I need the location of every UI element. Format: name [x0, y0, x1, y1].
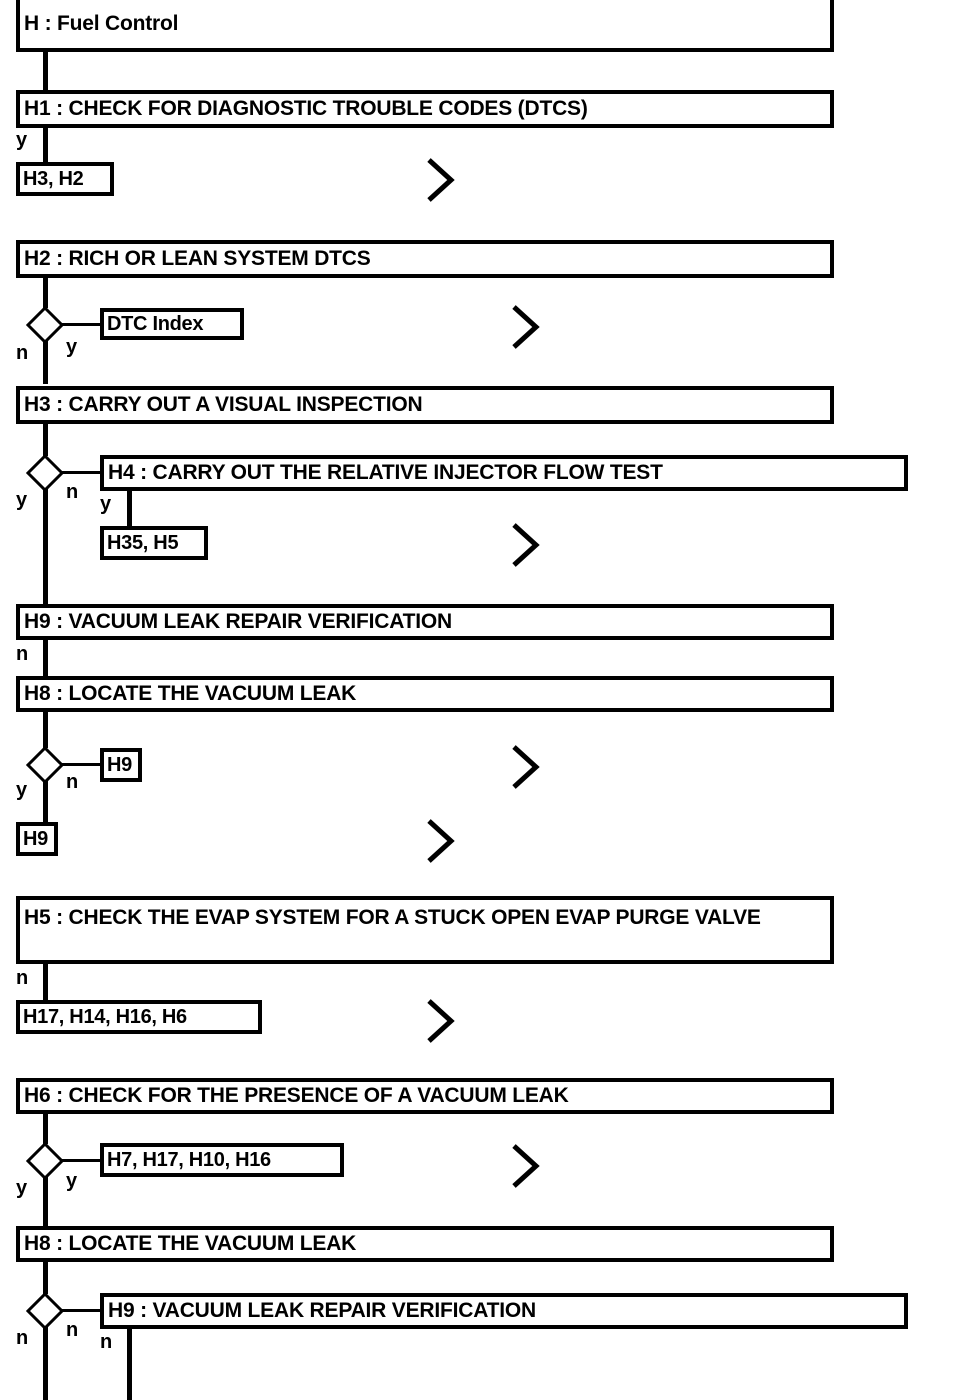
branch-label-y-H8b: n — [16, 1327, 29, 1349]
connector-decision5-to-H9b — [62, 1309, 100, 1312]
connector-decision2-to-H4 — [62, 471, 100, 474]
flow-box-H1-label: H1 : CHECK FOR DIAGNOSTIC TROUBLE CODES … — [24, 97, 588, 120]
connector-H1-to-chip1 — [43, 128, 48, 162]
flow-box-H5-label: H5 : CHECK THE EVAP SYSTEM FOR A STUCK O… — [24, 906, 761, 929]
flow-chip-dtc-index-label: DTC Index — [107, 313, 204, 335]
chevron-icon — [509, 743, 541, 791]
flow-chip-H9-below[interactable]: H9 — [16, 822, 58, 856]
connector-H3-to-decision2 — [43, 424, 48, 456]
flow-box-H8-b-label: H8 : LOCATE THE VACUUM LEAK — [24, 1232, 357, 1255]
flow-box-H5[interactable]: H5 : CHECK THE EVAP SYSTEM FOR A STUCK O… — [16, 896, 834, 964]
flow-box-H2[interactable]: H2 : RICH OR LEAN SYSTEM DTCS — [16, 240, 834, 278]
flow-box-H6-label: H6 : CHECK FOR THE PRESENCE OF A VACUUM … — [24, 1084, 569, 1107]
flow-box-H4-label: H4 : CARRY OUT THE RELATIVE INJECTOR FLO… — [108, 461, 663, 484]
flow-box-H9-a[interactable]: H9 : VACUUM LEAK REPAIR VERIFICATION — [16, 604, 834, 640]
branch-label-n-H8b: n — [66, 1319, 79, 1341]
branch-label-y-H8a: y — [16, 779, 28, 801]
branch-label-n-H8a: n — [66, 771, 79, 793]
connector-H9b-down — [127, 1329, 132, 1400]
flow-chip-H7-H17-H10-H16[interactable]: H7, H17, H10, H16 — [100, 1143, 344, 1177]
connector-H6-to-decision4 — [43, 1114, 48, 1144]
connector-H9a-to-H8a — [43, 640, 48, 676]
branch-label-n-H5: n — [16, 967, 29, 989]
connector-decision3-to-chip5 — [43, 780, 48, 822]
connector-H8b-to-decision5 — [43, 1262, 48, 1294]
connector-decision5-down — [43, 1326, 48, 1400]
chevron-icon — [509, 521, 541, 569]
flow-box-H1[interactable]: H1 : CHECK FOR DIAGNOSTIC TROUBLE CODES … — [16, 90, 834, 128]
chevron-icon — [424, 156, 456, 204]
connector-decision2-to-H9a — [43, 488, 48, 606]
flow-box-H9-b[interactable]: H9 : VACUUM LEAK REPAIR VERIFICATION — [100, 1293, 908, 1329]
connector-H-to-H1 — [43, 52, 48, 90]
branch-label-n-H3: n — [66, 481, 79, 503]
flow-box-H9-b-label: H9 : VACUUM LEAK REPAIR VERIFICATION — [108, 1299, 536, 1322]
flow-box-H4[interactable]: H4 : CARRY OUT THE RELATIVE INJECTOR FLO… — [100, 455, 908, 491]
connector-decision3-to-chip4 — [62, 763, 100, 766]
connector-H2-to-decision1 — [43, 278, 48, 308]
flow-chip-H9-right[interactable]: H9 — [100, 748, 142, 782]
chevron-icon — [509, 303, 541, 351]
connector-decision1-to-H3 — [43, 340, 48, 384]
flow-chip-H35-H5-label: H35, H5 — [107, 532, 179, 554]
branch-label-n-H2: n — [16, 342, 29, 364]
branch-label-n-H9b: n — [100, 1331, 113, 1353]
flow-box-H3[interactable]: H3 : CARRY OUT A VISUAL INSPECTION — [16, 386, 834, 424]
branch-label-n-H9a: n — [16, 643, 29, 665]
connector-H4-to-chip3 — [127, 491, 132, 526]
chevron-icon — [509, 1142, 541, 1190]
flow-box-H2-label: H2 : RICH OR LEAN SYSTEM DTCS — [24, 247, 371, 270]
decision-diamond-H2[interactable] — [26, 306, 64, 344]
branch-label-y-H6: y — [66, 1170, 78, 1192]
connector-decision1-to-dtc-index — [62, 323, 100, 326]
flow-chip-H9-right-label: H9 — [107, 754, 132, 776]
decision-diamond-H6[interactable] — [26, 1142, 64, 1180]
flow-box-H9-a-label: H9 : VACUUM LEAK REPAIR VERIFICATION — [24, 610, 452, 633]
branch-label-y-H3: y — [16, 489, 28, 511]
flow-chip-dtc-index[interactable]: DTC Index — [100, 308, 244, 340]
flow-box-H8-a-label: H8 : LOCATE THE VACUUM LEAK — [24, 682, 357, 705]
connector-H8a-to-decision3 — [43, 712, 48, 748]
branch-label-y-H4: y — [100, 493, 112, 515]
decision-diamond-H8-b[interactable] — [26, 1292, 64, 1330]
flow-chip-H17-H14-H16-H6-label: H17, H14, H16, H6 — [23, 1006, 187, 1028]
branch-label-y-H2: y — [66, 336, 78, 358]
flow-box-H8-b[interactable]: H8 : LOCATE THE VACUUM LEAK — [16, 1226, 834, 1262]
chevron-icon — [424, 817, 456, 865]
connector-H5-to-chip6 — [43, 964, 48, 1000]
flow-box-H[interactable]: H : Fuel Control — [16, 0, 834, 52]
decision-diamond-H3[interactable] — [26, 454, 64, 492]
chevron-icon — [424, 997, 456, 1045]
flow-chip-H9-below-label: H9 — [23, 828, 48, 850]
flow-chip-H7-H17-H10-H16-label: H7, H17, H10, H16 — [107, 1149, 271, 1171]
connector-decision4-to-H8b — [43, 1176, 48, 1226]
flow-chip-H3-H2-label: H3, H2 — [23, 168, 84, 190]
connector-decision4-to-chip7 — [62, 1159, 100, 1162]
flow-chip-H3-H2[interactable]: H3, H2 — [16, 162, 114, 196]
flow-box-H6[interactable]: H6 : CHECK FOR THE PRESENCE OF A VACUUM … — [16, 1078, 834, 1114]
branch-label-y-H1: y — [16, 129, 28, 151]
branch-label-n-H6: y — [16, 1177, 28, 1199]
flow-box-H8-a[interactable]: H8 : LOCATE THE VACUUM LEAK — [16, 676, 834, 712]
flow-chip-H35-H5[interactable]: H35, H5 — [100, 526, 208, 560]
flow-box-H-label: H : Fuel Control — [24, 12, 179, 35]
flow-chip-H17-H14-H16-H6[interactable]: H17, H14, H16, H6 — [16, 1000, 262, 1034]
decision-diamond-H8-a[interactable] — [26, 746, 64, 784]
flow-box-H3-label: H3 : CARRY OUT A VISUAL INSPECTION — [24, 393, 423, 416]
